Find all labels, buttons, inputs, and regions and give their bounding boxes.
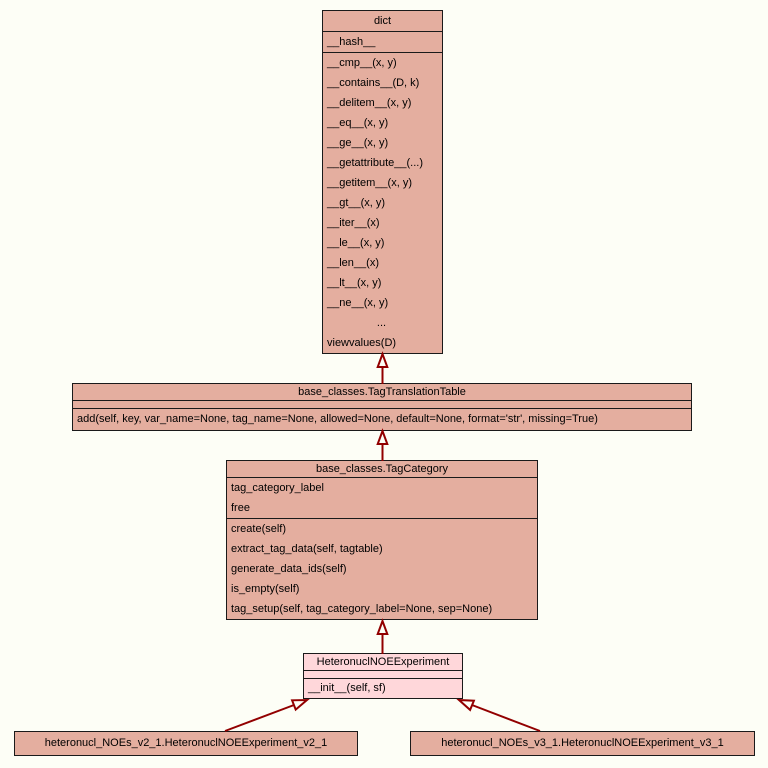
method-row: __init__(self, sf) — [308, 682, 386, 694]
class-box-heteronuclnoeexperiment-v3-1[interactable]: heteronucl_NOEs_v3_1.HeteronuclNOEExperi… — [410, 731, 755, 756]
attributes-compartment — [304, 670, 462, 678]
attribute-row: tag_category_label — [231, 482, 324, 494]
class-title: heteronucl_NOEs_v2_1.HeteronuclNOEExperi… — [44, 737, 328, 749]
method-row: __getattribute__(...) — [327, 157, 424, 169]
inheritance-arrowhead — [376, 618, 389, 635]
class-title: HeteronuclNOEExperiment — [316, 656, 450, 668]
methods-compartment: create(self) extract_tag_data(self, tagt… — [227, 518, 537, 619]
method-row: __getitem__(x, y) — [327, 177, 412, 189]
class-title: heteronucl_NOEs_v3_1.HeteronuclNOEExperi… — [441, 737, 724, 749]
method-row: generate_data_ids(self) — [231, 563, 347, 575]
inheritance-arrowhead — [290, 698, 310, 712]
inheritance-arrowhead — [376, 428, 389, 445]
attribute-row: __hash__ — [327, 36, 376, 48]
class-title: base_classes.TagTranslationTable — [298, 386, 466, 398]
method-row: create(self) — [231, 523, 287, 535]
methods-compartment: __cmp__(x, y) __contains__(D, k) __delit… — [323, 52, 442, 353]
inheritance-edge — [471, 704, 541, 732]
method-row: add(self, key, var_name=None, tag_name=N… — [77, 413, 598, 425]
method-row: is_empty(self) — [231, 583, 300, 595]
method-row: viewvalues(D) — [327, 337, 397, 349]
class-box-dict[interactable]: dict __hash__ __cmp__(x, y) __contains__… — [322, 10, 443, 354]
method-row: __lt__(x, y) — [327, 277, 382, 289]
attributes-compartment: tag_category_label free — [227, 477, 537, 518]
method-row: __delitem__(x, y) — [327, 97, 412, 109]
ellipsis-row: ... — [376, 317, 387, 329]
method-row: __iter__(x) — [327, 217, 380, 229]
class-box-heteronuclnoeexperiment[interactable]: HeteronuclNOEExperiment __init__(self, s… — [303, 653, 463, 699]
method-row: __ge__(x, y) — [327, 137, 389, 149]
inheritance-edge — [224, 704, 295, 732]
class-box-tagtranslationtable[interactable]: base_classes.TagTranslationTable add(sel… — [72, 383, 692, 431]
method-row: extract_tag_data(self, tagtable) — [231, 543, 383, 555]
attributes-compartment: __hash__ — [323, 31, 442, 52]
method-row: __len__(x) — [327, 257, 379, 269]
inheritance-arrowhead — [376, 351, 389, 368]
attributes-compartment — [73, 400, 691, 408]
method-row: __eq__(x, y) — [327, 117, 389, 129]
method-row: tag_setup(self, tag_category_label=None,… — [231, 603, 493, 615]
attribute-row: free — [231, 502, 250, 514]
methods-compartment: add(self, key, var_name=None, tag_name=N… — [73, 408, 691, 430]
class-title: base_classes.TagCategory — [315, 463, 449, 475]
method-row: __gt__(x, y) — [327, 197, 386, 209]
class-box-heteronuclnoeexperiment-v2-1[interactable]: heteronucl_NOEs_v2_1.HeteronuclNOEExperi… — [14, 731, 358, 756]
method-row: __contains__(D, k) — [327, 77, 420, 89]
methods-compartment: __init__(self, sf) — [304, 678, 462, 698]
class-box-tagcategory[interactable]: base_classes.TagCategory tag_category_la… — [226, 460, 538, 620]
method-row: __le__(x, y) — [327, 237, 385, 249]
class-title: dict — [373, 15, 392, 27]
method-row: __cmp__(x, y) — [327, 57, 397, 69]
method-row: __ne__(x, y) — [327, 297, 389, 309]
inheritance-arrowhead — [456, 698, 476, 712]
